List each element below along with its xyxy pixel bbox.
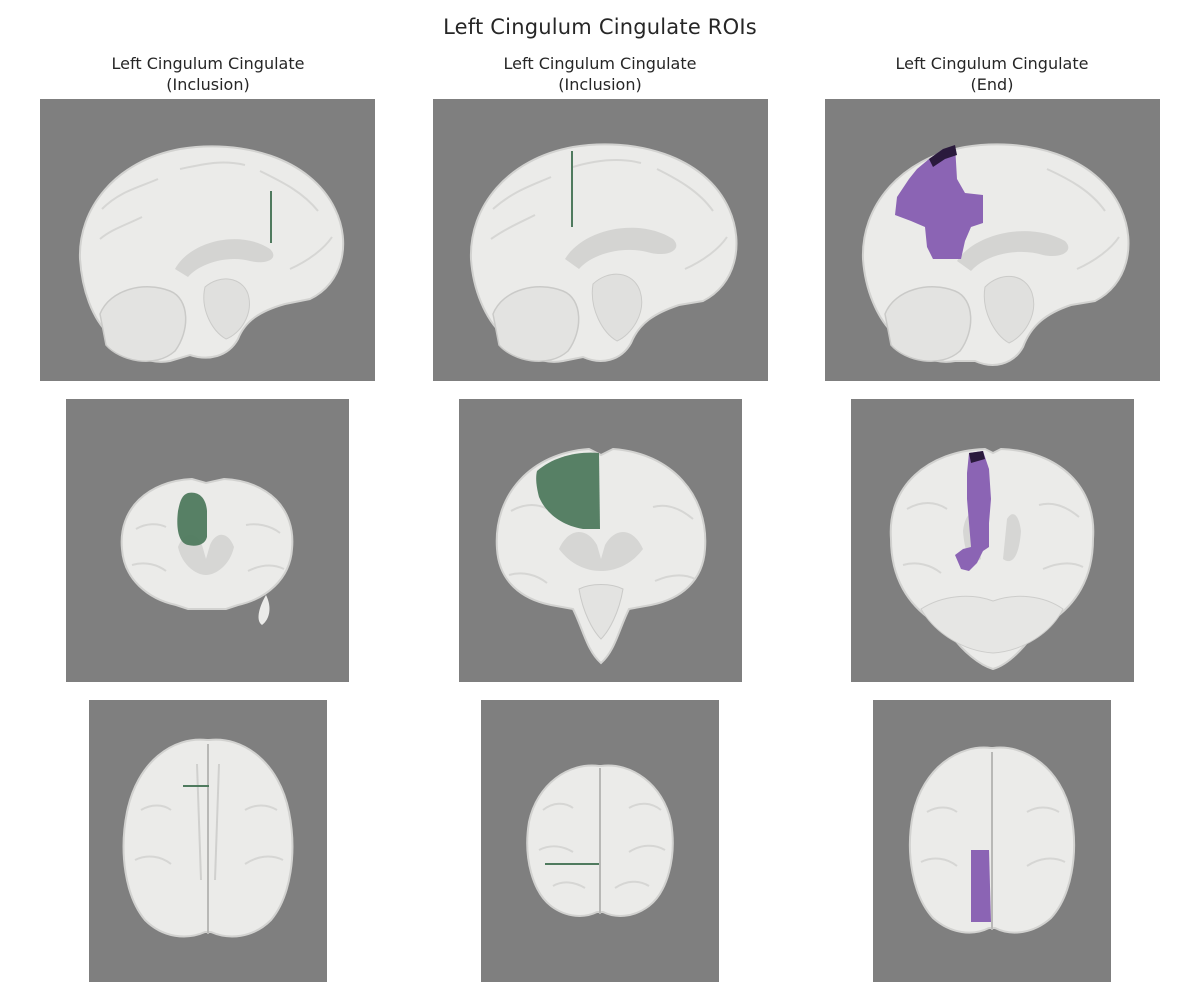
sagittal-panel-2 [433, 99, 768, 381]
axial-brain-3 [908, 746, 1076, 934]
coronal-brain-1 [120, 477, 294, 625]
sagittal-slice-3 [825, 99, 1160, 381]
end-roi-region-coronal [955, 451, 991, 571]
end-roi-edge-sagittal [929, 145, 957, 167]
axial-slice-2 [481, 700, 719, 982]
column-title-3-line1: Left Cingulum Cingulate [895, 54, 1089, 73]
end-roi-edge-coronal [969, 451, 985, 463]
column-title-1-line1: Left Cingulum Cingulate [111, 54, 305, 73]
axial-panel-2 [481, 700, 719, 982]
column-title-3: Left Cingulum Cingulate (End) [822, 53, 1162, 95]
sagittal-brain-1 [78, 145, 345, 363]
sagittal-slice-2 [433, 99, 768, 381]
axial-panel-3 [873, 700, 1111, 982]
coronal-slice-2 [459, 399, 742, 682]
sagittal-slice-1 [40, 99, 375, 381]
figure-title: Left Cingulum Cingulate ROIs [443, 15, 757, 39]
end-roi-region-axial [971, 850, 991, 922]
coronal-panel-2 [459, 399, 742, 682]
inclusion-roi-region-coronal-1 [177, 492, 207, 546]
axial-brain-2 [526, 764, 674, 917]
sagittal-panel-3 [825, 99, 1160, 381]
coronal-panel-3 [851, 399, 1134, 682]
column-title-1-line2: (Inclusion) [166, 75, 250, 94]
sagittal-panel-1 [40, 99, 375, 381]
column-title-1: Left Cingulum Cingulate (Inclusion) [38, 53, 378, 95]
axial-slice-3 [873, 700, 1111, 982]
coronal-panel-1 [66, 399, 349, 682]
column-title-3-line2: (End) [970, 75, 1014, 94]
sagittal-brain-2 [469, 143, 738, 363]
axial-brain-1 [122, 738, 294, 938]
coronal-slice-1 [66, 399, 349, 682]
inclusion-roi-region-coronal-2 [536, 452, 600, 529]
coronal-slice-3 [851, 399, 1134, 682]
end-roi-region-sagittal [895, 145, 983, 259]
axial-panel-1 [89, 700, 327, 982]
axial-slice-1 [89, 700, 327, 982]
column-title-2: Left Cingulum Cingulate (Inclusion) [430, 53, 770, 95]
column-title-2-line2: (Inclusion) [558, 75, 642, 94]
column-title-2-line1: Left Cingulum Cingulate [503, 54, 697, 73]
